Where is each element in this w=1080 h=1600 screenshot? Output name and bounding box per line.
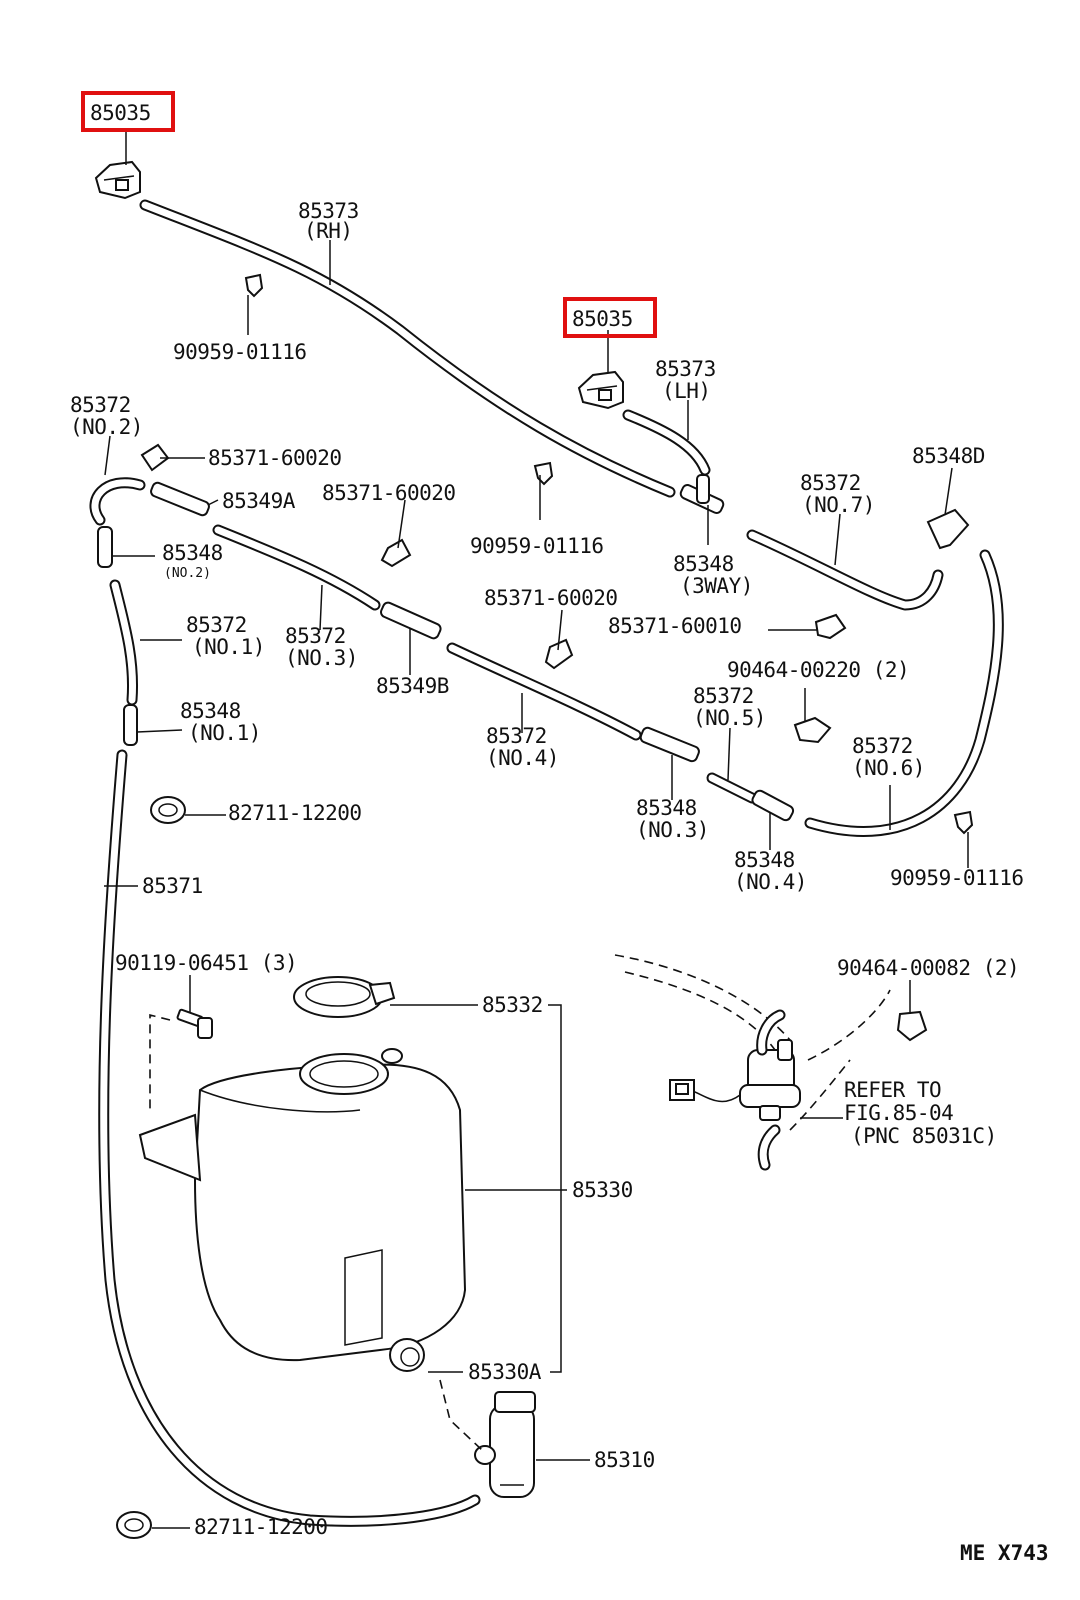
- clamp-82711-a: [150, 796, 186, 824]
- clip-90959-c: [953, 810, 974, 835]
- nozzle-85035-rh: [94, 160, 141, 200]
- label-refer-2: FIG.85-04: [844, 1101, 953, 1125]
- bolt-dashes: [149, 1013, 171, 1110]
- figure-id: ME X743: [960, 1541, 1049, 1565]
- connector-85348-no4: [751, 789, 795, 822]
- label-85348-no4: 85348: [734, 848, 795, 872]
- label-90959-c: 90959-01116: [890, 866, 1024, 890]
- label-85372-no2-sub: (NO.2): [70, 415, 143, 439]
- label-85332: 85332: [482, 993, 543, 1017]
- label-85035-lh: 85035: [572, 307, 633, 331]
- label-90464-00220: 90464-00220 (2): [727, 658, 909, 682]
- clip-90464-00082: [896, 1010, 928, 1042]
- label-85035-rh: 85035: [90, 101, 151, 125]
- label-85372-no4: 85372: [486, 724, 547, 748]
- label-85348-no2: 85348: [162, 541, 223, 565]
- connector-85348-no1: [123, 704, 138, 746]
- label-85348-3way: 85348: [673, 552, 734, 576]
- part-labels: 85035 85035 85373 (RH) 85373 (LH) 90959-…: [70, 101, 1049, 1565]
- label-85371-60010: 85371-60010: [608, 614, 742, 638]
- highlight-box-85035-rh: [81, 91, 175, 132]
- label-85372-no3-sub: (NO.3): [285, 646, 358, 670]
- connector-85348-no2: [97, 526, 113, 568]
- label-85349a: 85349A: [222, 489, 296, 513]
- leader-lines: [104, 128, 969, 1529]
- hose-85372-no6: [804, 549, 1004, 837]
- label-85373-lh-sub: (LH): [662, 379, 711, 403]
- label-85373-rh-sub: (RH): [304, 219, 353, 243]
- label-90119: 90119-06451 (3): [115, 951, 297, 975]
- clamp-85371-60020-c: [544, 638, 574, 670]
- label-85372-no7-sub: (NO.7): [802, 493, 875, 517]
- label-85372-no3: 85372: [285, 624, 346, 648]
- label-82711-b: 82711-12200: [194, 1515, 328, 1539]
- cap-85332: [293, 976, 396, 1018]
- label-refer-1: REFER TO: [844, 1078, 941, 1102]
- pump-85310: [474, 1391, 536, 1498]
- label-85371: 85371: [142, 874, 203, 898]
- label-85348d: 85348D: [912, 444, 985, 468]
- label-90959-a: 90959-01116: [173, 340, 307, 364]
- label-85348-no4-sub: (NO.4): [734, 870, 807, 894]
- label-90464-00082: 90464-00082 (2): [837, 956, 1019, 980]
- highlight-box-85035-lh: [563, 297, 657, 338]
- nozzle-85035-lh: [577, 370, 624, 410]
- label-85310: 85310: [594, 1448, 655, 1472]
- check-valve: [614, 954, 891, 1171]
- clip-90464-00220: [793, 716, 832, 744]
- reservoir-tank-85330: [138, 1048, 467, 1362]
- pump-mount-dashes: [439, 1379, 483, 1451]
- label-85372-no6-sub: (NO.6): [852, 756, 925, 780]
- label-refer-3: (PNC 85031C): [851, 1124, 997, 1148]
- hoses: [89, 199, 1004, 1527]
- label-85371-60020-a: 85371-60020: [208, 446, 342, 470]
- connector-85348-3way: [679, 474, 725, 514]
- label-90959-b: 90959-01116: [470, 534, 604, 558]
- label-85372-no1: 85372: [186, 613, 247, 637]
- label-82711-a: 82711-12200: [228, 801, 362, 825]
- label-85349b: 85349B: [376, 674, 449, 698]
- label-85373-lh: 85373: [655, 357, 716, 381]
- connector-85349b: [380, 601, 442, 640]
- label-85372-no4-sub: (NO.4): [486, 746, 559, 770]
- label-85330a: 85330A: [468, 1360, 542, 1384]
- clamp-85371-60010: [814, 613, 847, 640]
- connector-85348-no3: [639, 726, 700, 763]
- label-85348-no2-sub: (NO.2): [164, 566, 211, 581]
- clip-90959-a: [244, 273, 264, 298]
- clamp-82711-b: [116, 1511, 152, 1539]
- label-85371-60020-c: 85371-60020: [484, 586, 618, 610]
- connector-85349a: [150, 481, 210, 517]
- label-85372-no5-sub: (NO.5): [693, 706, 766, 730]
- label-85373-rh: 85373: [298, 199, 359, 223]
- label-85348-no1: 85348: [180, 699, 241, 723]
- connectors: [94, 160, 974, 1539]
- label-85372-no5: 85372: [693, 684, 754, 708]
- grommet-85330a: [389, 1338, 425, 1372]
- label-85348-no3: 85348: [636, 796, 697, 820]
- clip-90959-b: [533, 461, 554, 486]
- label-85372-no1-sub: (NO.1): [192, 635, 265, 659]
- label-85372-no6: 85372: [852, 734, 913, 758]
- clamp-85371-60020-b: [380, 538, 412, 568]
- label-85372-no2: 85372: [70, 393, 131, 417]
- label-85372-no7: 85372: [800, 471, 861, 495]
- label-85348-no1-sub: (NO.1): [188, 721, 261, 745]
- connector-85348d: [926, 508, 970, 550]
- label-85330: 85330: [572, 1178, 633, 1202]
- label-85348-no3-sub: (NO.3): [636, 818, 709, 842]
- bolt-90119: [176, 1008, 213, 1039]
- label-85371-60020-b: 85371-60020: [322, 481, 456, 505]
- label-85348-3way-sub: (3WAY): [680, 574, 753, 598]
